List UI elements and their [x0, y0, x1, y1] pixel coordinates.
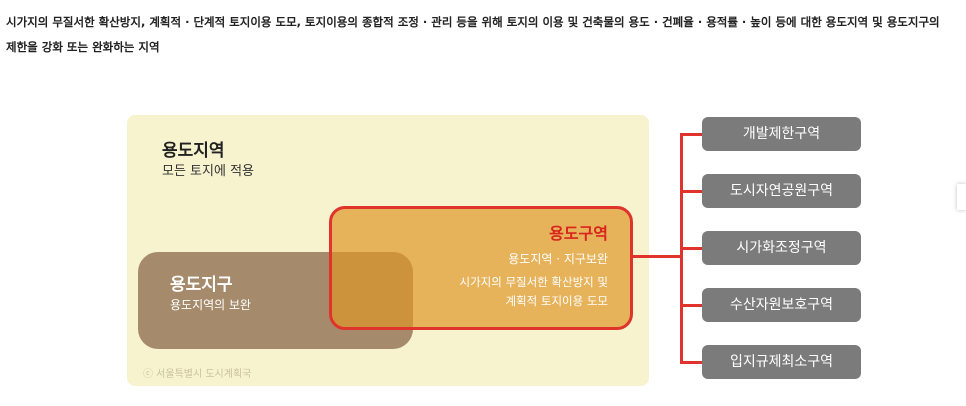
intro-text: 시가지의 무질서한 확산방지, 계획적 · 단계적 토지이용 도모, 토지이용의… [6, 10, 964, 60]
use-area-title: 용도지구 [170, 275, 233, 295]
use-zone-title: 용도구역 [549, 224, 608, 243]
use-zone-box [329, 206, 633, 330]
use-zone-description-2a: 시가지의 무질서한 확산방지 및 [459, 275, 608, 289]
bracket-tick [680, 190, 702, 193]
use-district-title: 용도지역 [162, 141, 225, 161]
zone-type-development-restriction: 개발제한구역 [702, 117, 861, 151]
zone-type-fishery-resource-protection: 수산자원보호구역 [702, 288, 861, 322]
intro-line-1: 시가지의 무질서한 확산방지, 계획적 · 단계적 토지이용 도모, 토지이용의… [6, 15, 940, 29]
zone-type-urban-nature-park: 도시자연공원구역 [702, 174, 861, 208]
side-tab-handle[interactable] [957, 184, 966, 210]
bracket-tick [680, 247, 702, 250]
zone-type-urbanization-control: 시가화조정구역 [702, 231, 861, 265]
use-district-subtitle: 모든 토지에 적용 [162, 164, 254, 179]
use-area-subtitle: 용도지역의 보완 [170, 298, 252, 312]
bracket-tick [680, 361, 702, 364]
bracket-tick [680, 133, 702, 136]
bracket-tick [680, 304, 702, 307]
intro-line-2: 제한을 강화 또는 완화하는 지역 [6, 40, 160, 54]
zone-type-minimum-regulation: 입지규제최소구역 [702, 345, 861, 379]
copyright-credit: ⓒ 서울특별시 도시계획국 [143, 369, 252, 380]
use-zone-description-1: 용도지역 · 지구보완 [508, 252, 608, 266]
use-zone-description-2: 시가지의 무질서한 확산방지 및 계획적 토지이용 도모 [360, 273, 608, 311]
use-zone-description-2b: 계획적 토지이용 도모 [505, 294, 608, 308]
connector-line [630, 255, 683, 258]
